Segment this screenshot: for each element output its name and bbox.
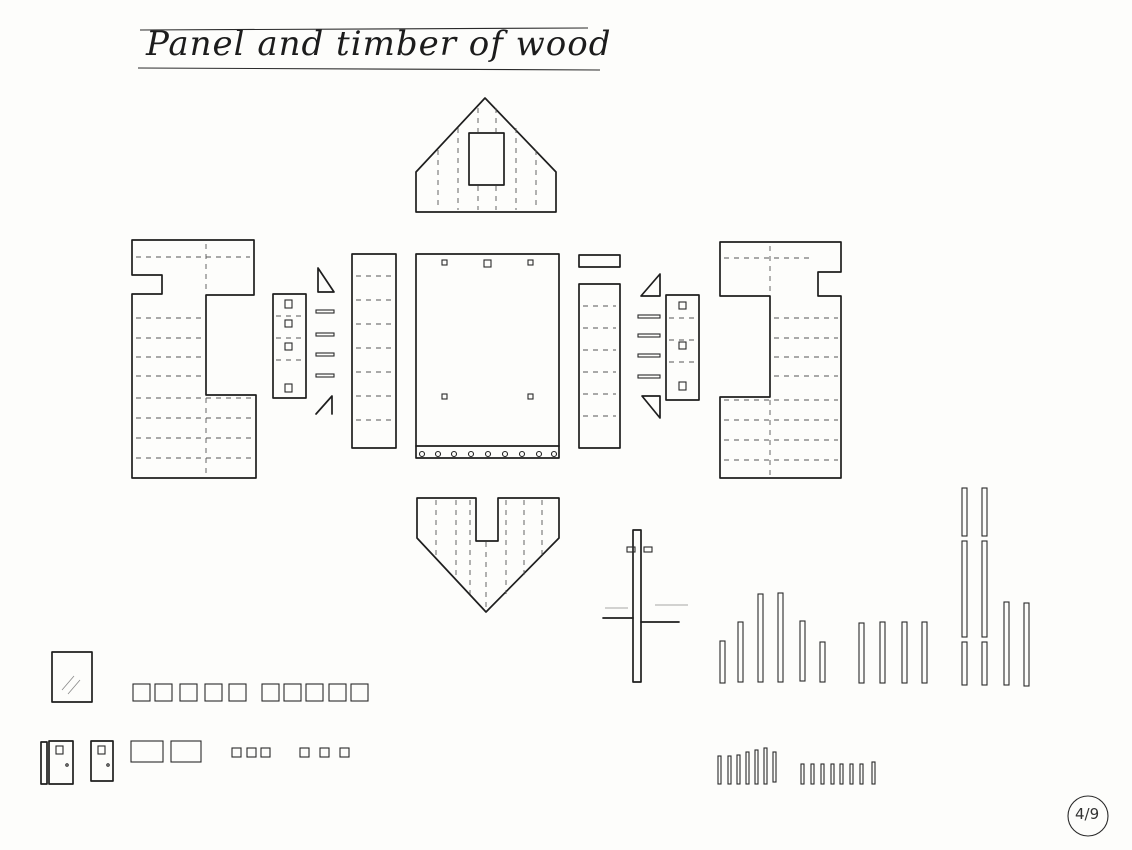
page-number: 4/9 (1075, 805, 1100, 823)
bottom-gable-panel (416, 497, 560, 613)
window-frames-small (130, 740, 350, 763)
left-rafters (315, 267, 335, 415)
door-panels (40, 740, 114, 785)
floor-panel (415, 253, 560, 459)
right-inner-wall-panel (578, 254, 621, 449)
right-window-panel (665, 294, 700, 401)
utility-pole (602, 529, 688, 683)
right-outer-wall-panel (719, 241, 842, 479)
right-rafters (637, 273, 661, 419)
sheet-title: Panel and timber of wood (146, 24, 612, 64)
timber-posts (719, 487, 1030, 687)
small-window-panes-row (132, 683, 369, 702)
top-gable-panel (415, 97, 557, 213)
left-window-panel (272, 293, 307, 399)
title-underlines (137, 27, 601, 71)
large-window-pane (51, 651, 93, 703)
left-inner-wall-panel (351, 253, 397, 449)
page-number-circle (1067, 795, 1109, 837)
short-timber-sticks (717, 747, 876, 785)
left-outer-wall-panel (131, 239, 257, 479)
